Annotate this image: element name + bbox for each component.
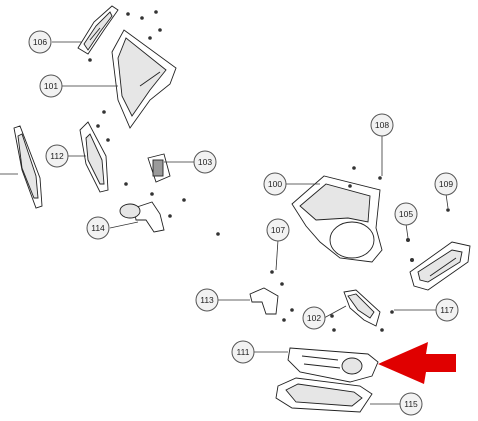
callout-107: 107 bbox=[266, 218, 290, 242]
svg-text:106: 106 bbox=[33, 37, 47, 47]
callout-105: 105 bbox=[394, 202, 418, 226]
svg-text:115: 115 bbox=[404, 399, 418, 409]
callout-103: 103 bbox=[193, 150, 217, 174]
callout-109: 109 bbox=[434, 172, 458, 196]
svg-text:109: 109 bbox=[439, 179, 453, 189]
red-arrow-icon bbox=[378, 342, 456, 384]
svg-text:101: 101 bbox=[44, 81, 58, 91]
svg-text:117: 117 bbox=[440, 305, 454, 315]
svg-text:112: 112 bbox=[50, 151, 64, 161]
leader-lines bbox=[0, 41, 449, 405]
part-113-bracket bbox=[249, 287, 279, 315]
part-109-grille-insert bbox=[409, 241, 471, 291]
callout-101: 101 bbox=[39, 74, 63, 98]
part-115-lower-bezel bbox=[275, 377, 373, 413]
svg-text:102: 102 bbox=[307, 313, 321, 323]
callout-111: 111 bbox=[231, 340, 255, 364]
part-112-side-grille bbox=[79, 121, 109, 193]
part-114-bracket bbox=[119, 201, 165, 233]
svg-text:114: 114 bbox=[91, 223, 105, 233]
callout-115: 115 bbox=[399, 392, 423, 416]
svg-text:100: 100 bbox=[268, 179, 282, 189]
callout-102: 102 bbox=[302, 306, 326, 330]
callout-117: 117 bbox=[435, 298, 459, 322]
part-111-bezel bbox=[287, 347, 379, 383]
callout-112: 112 bbox=[45, 144, 69, 168]
svg-text:111: 111 bbox=[237, 347, 250, 357]
callout-108: 108 bbox=[370, 113, 394, 137]
part-left-strip bbox=[13, 125, 43, 209]
svg-text:107: 107 bbox=[271, 225, 285, 235]
part-102-bracket bbox=[343, 289, 381, 327]
svg-text:108: 108 bbox=[375, 120, 389, 130]
callout-100: 100 bbox=[263, 172, 287, 196]
callout-106: 106 bbox=[28, 30, 52, 54]
svg-text:113: 113 bbox=[200, 295, 214, 305]
part-100-housing bbox=[291, 175, 383, 263]
part-105-fastener bbox=[406, 238, 414, 262]
callout-114: 114 bbox=[86, 216, 110, 240]
svg-text:105: 105 bbox=[399, 209, 413, 219]
part-106-grille-strip bbox=[77, 5, 119, 55]
callout-113: 113 bbox=[195, 288, 219, 312]
fasteners bbox=[88, 10, 450, 332]
svg-text:103: 103 bbox=[198, 157, 212, 167]
part-101-bracket bbox=[111, 29, 177, 129]
part-103-clip bbox=[147, 153, 171, 183]
